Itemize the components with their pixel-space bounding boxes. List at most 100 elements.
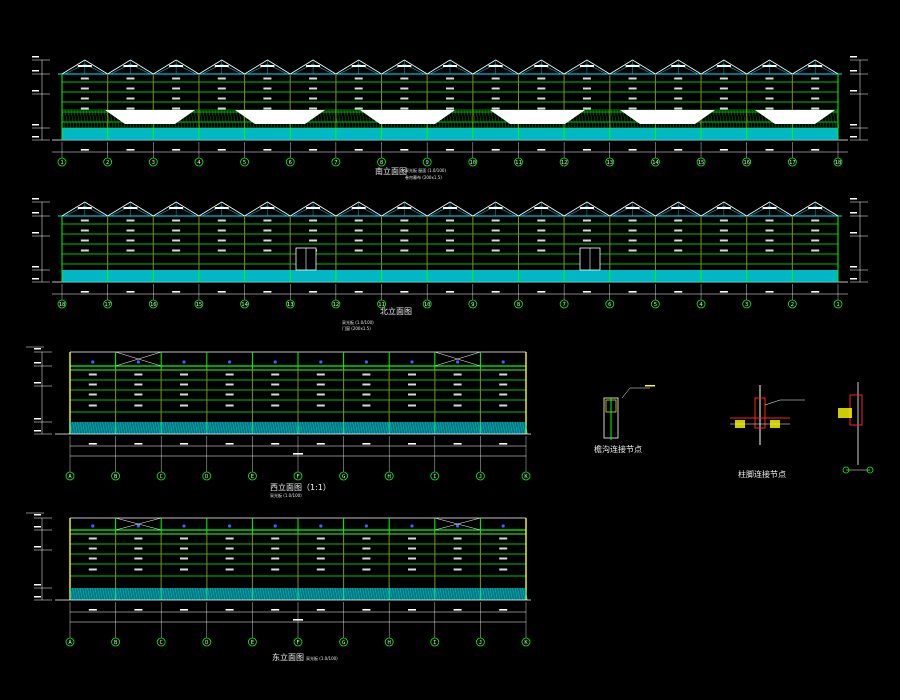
hatch-line <box>227 587 231 601</box>
bay-label <box>354 77 363 80</box>
dimension-value <box>499 609 508 611</box>
axis-bubble <box>866 466 874 474</box>
hatch-line <box>72 421 76 435</box>
hatch-line <box>522 421 526 435</box>
hatch-line <box>362 421 366 435</box>
hatch-line <box>212 587 216 601</box>
truss-node <box>91 360 95 364</box>
hatch-line <box>220 109 225 129</box>
axis-label: B <box>114 640 118 646</box>
hatch-line <box>379 421 383 435</box>
hatch-line <box>595 109 600 129</box>
bay-label <box>354 229 363 232</box>
hatch-line <box>344 421 348 435</box>
hatch-line <box>459 421 463 435</box>
hatch-line <box>94 587 98 601</box>
hatch-line <box>169 587 173 601</box>
level-value <box>34 430 41 432</box>
hatch-line <box>69 587 73 601</box>
truss-node <box>410 360 414 364</box>
axis-label: 6 <box>608 302 611 308</box>
bay-label <box>537 87 546 90</box>
roof-vent-label <box>671 65 686 67</box>
axis-bubble <box>156 637 166 647</box>
hatch-line <box>392 421 396 435</box>
bay-label <box>271 568 280 571</box>
bay-label <box>263 107 272 110</box>
bay-label <box>446 239 454 242</box>
bay-label <box>811 239 820 242</box>
hatch-line <box>379 587 383 601</box>
roof-vent-label <box>397 65 412 67</box>
axis-label: 12 <box>333 302 340 308</box>
hatch-line <box>284 587 288 601</box>
bay-label <box>491 77 500 80</box>
bay-label <box>180 373 188 376</box>
hatch-line <box>607 109 612 129</box>
hatch-line <box>730 109 735 129</box>
hatch-line <box>748 109 753 129</box>
axis-bubble <box>833 299 843 309</box>
hatch-line <box>434 587 438 601</box>
dimension-value <box>719 291 728 293</box>
hatch-line <box>224 587 228 601</box>
level-value <box>34 418 41 420</box>
bay-label <box>674 249 683 252</box>
hatch-line <box>264 587 268 601</box>
hatch-line <box>252 587 256 601</box>
hatch-line <box>292 587 296 601</box>
hatch-line <box>227 421 231 435</box>
hatch-line <box>102 587 106 601</box>
hatch-line <box>394 421 398 435</box>
bay-label <box>491 249 500 252</box>
axis-label: C <box>160 640 163 646</box>
axis-bubble <box>559 299 569 309</box>
bay-label <box>88 568 97 571</box>
hatch-line <box>234 421 238 435</box>
bay-label <box>400 97 409 100</box>
hatch-line <box>317 421 321 435</box>
hatch-line <box>399 421 403 435</box>
hatch-line <box>718 109 723 129</box>
hatch-line <box>92 587 96 601</box>
level-value <box>34 546 41 548</box>
hatch-line <box>164 421 168 435</box>
hatch-line <box>214 421 218 435</box>
hatch-line <box>472 421 476 435</box>
dimension-value <box>180 443 188 445</box>
hatch-line <box>119 587 123 601</box>
axis-bubble <box>247 471 257 481</box>
hatch-line <box>244 421 248 435</box>
bay-label <box>271 383 280 386</box>
hatch-line <box>223 109 228 129</box>
bay-label <box>408 568 416 571</box>
hatch-line <box>179 587 183 601</box>
axis-label: D <box>205 640 208 646</box>
hatch-line <box>328 109 333 129</box>
hatch-line <box>478 109 483 129</box>
hatch-line <box>384 587 388 601</box>
bay-label <box>453 373 462 376</box>
bay-label <box>765 77 774 80</box>
axis-bubble <box>384 471 394 481</box>
hatch-line <box>202 421 206 435</box>
hatch-line <box>237 587 241 601</box>
hatch-line <box>124 587 128 601</box>
hatch-line <box>109 587 113 601</box>
dimension-value <box>217 149 226 151</box>
roof-vent-label <box>534 65 549 67</box>
axis-label: I <box>433 474 436 480</box>
axis-bubble <box>377 157 386 167</box>
hatch-line <box>89 587 93 601</box>
axis-bubble <box>514 299 523 309</box>
axis-label: F <box>296 640 299 646</box>
bay-label <box>80 77 89 80</box>
roof-vent-label <box>260 207 275 209</box>
level-value <box>32 70 39 72</box>
axis-bubble <box>833 157 843 167</box>
north-elevation-title: 北立面图 <box>380 306 412 316</box>
hatch-line <box>343 109 348 129</box>
axis-bubble <box>422 157 432 167</box>
bay-label <box>225 373 234 376</box>
bay-label <box>400 249 409 252</box>
